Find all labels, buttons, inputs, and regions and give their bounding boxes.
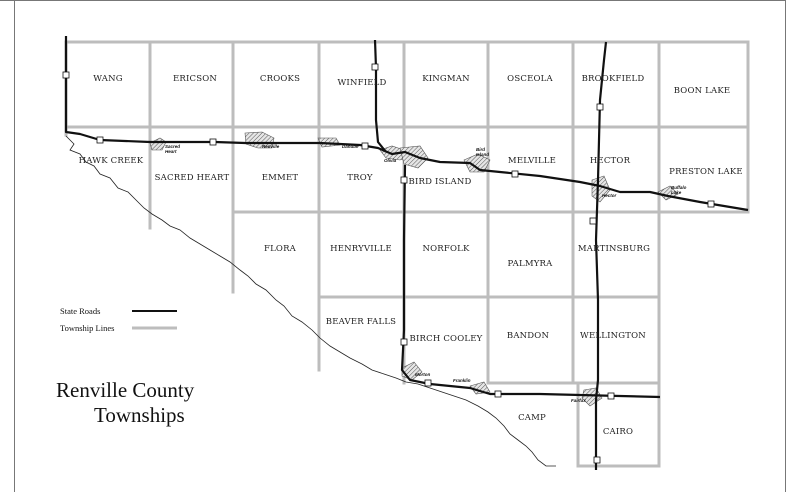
township-label-boon-lake: BOON LAKE bbox=[674, 86, 731, 96]
town-label-buffalo-lake-1: Buffalo bbox=[671, 185, 687, 190]
township-label-preston-lake: PRESTON LAKE bbox=[669, 167, 743, 177]
legend-township-lines-label: Township Lines bbox=[60, 323, 114, 333]
legend: State Roads Township Lines bbox=[60, 306, 177, 333]
town-label-sacred-heart-2: Heart bbox=[165, 149, 177, 154]
township-label-sacred-heart: SACRED HEART bbox=[155, 173, 230, 183]
town-labels: Sacred Heart Renville Danube Olivia Bird… bbox=[165, 144, 687, 403]
town-label-buffalo-lake-2: Lake bbox=[671, 190, 682, 195]
map-title-line1: Renville County bbox=[56, 378, 195, 402]
township-label-osceola: OSCEOLA bbox=[507, 74, 553, 84]
township-label-norfolk: NORFOLK bbox=[422, 244, 470, 254]
map-title: Renville County Townships bbox=[56, 378, 194, 428]
township-label-hawk-creek: HAWK CREEK bbox=[79, 156, 144, 166]
township-label-camp: CAMP bbox=[518, 413, 546, 423]
town-label-bird-island-1: Bird bbox=[476, 147, 485, 152]
township-label-winfield: WINFIELD bbox=[337, 78, 386, 88]
township-label-wang: WANG bbox=[93, 74, 122, 84]
township-label-birch-cooley: BIRCH COOLEY bbox=[410, 334, 483, 344]
town-label-bird-island-2: Island bbox=[476, 152, 489, 157]
minnesota-river-boundary bbox=[65, 135, 556, 467]
frame-left-border bbox=[14, 0, 15, 492]
township-label-beaver-falls: BEAVER FALLS bbox=[326, 317, 396, 327]
township-label-palmyra: PALMYRA bbox=[508, 259, 554, 269]
township-label-melville: MELVILLE bbox=[508, 156, 556, 166]
state-roads bbox=[64, 36, 749, 470]
town-label-morton: Morton bbox=[415, 372, 430, 377]
township-label-kingman: KINGMAN bbox=[422, 74, 470, 84]
town-label-renville: Renville bbox=[262, 144, 280, 149]
township-label-troy: TROY bbox=[347, 173, 373, 183]
town-label-sacred-heart-1: Sacred bbox=[165, 144, 180, 149]
town-label-franklin: Franklin bbox=[453, 378, 471, 383]
township-label-brookfield: BROOKFIELD bbox=[582, 74, 645, 84]
town-label-danube: Danube bbox=[342, 144, 359, 149]
township-label-crooks: CROOKS bbox=[260, 74, 300, 84]
township-label-emmet: EMMET bbox=[262, 173, 299, 183]
township-label-hector: HECTOR bbox=[590, 156, 631, 166]
township-label-martinsburg: MARTINSBURG bbox=[578, 244, 650, 254]
highway-shields bbox=[62, 63, 715, 464]
legend-state-roads-label: State Roads bbox=[60, 306, 100, 316]
township-labels: WANG ERICSON CROOKS WINFIELD KINGMAN OSC… bbox=[79, 74, 743, 437]
township-label-bandon: BANDON bbox=[507, 331, 550, 341]
township-label-henryville: HENRYVILLE bbox=[330, 244, 392, 254]
town-label-hector: Hector bbox=[602, 193, 617, 198]
township-label-cairo: CAIRO bbox=[603, 427, 633, 437]
map-title-line2: Townships bbox=[94, 403, 185, 427]
town-label-olivia: Olivia bbox=[384, 158, 397, 163]
township-label-ericson: ERICSON bbox=[173, 74, 217, 84]
town-label-fairfax: Fairfax bbox=[571, 398, 586, 403]
township-label-flora: FLORA bbox=[264, 244, 297, 254]
township-label-wellington: WELLINGTON bbox=[580, 331, 646, 341]
township-label-bird-island: BIRD ISLAND bbox=[409, 177, 472, 187]
frame-top-border bbox=[0, 0, 786, 1]
